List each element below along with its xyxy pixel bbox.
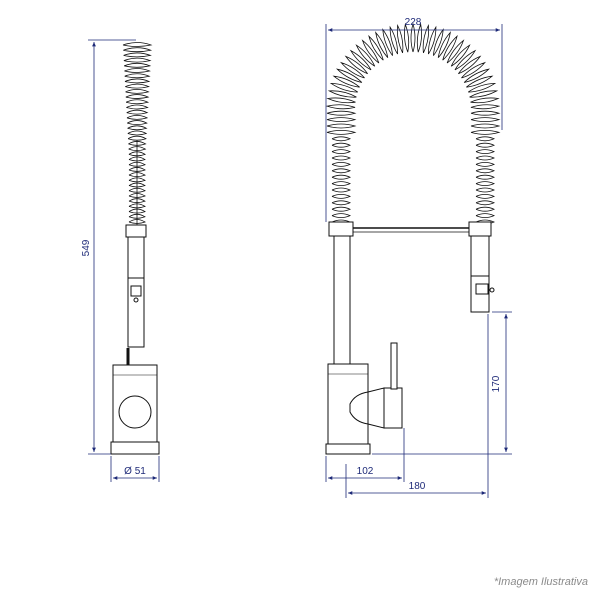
reach-label: 180 (409, 481, 426, 492)
front-base (325, 443, 371, 455)
front-spring-coil (325, 22, 501, 225)
side-spring-collar (125, 224, 147, 238)
front-head-collar (468, 221, 492, 237)
side-view (110, 42, 160, 455)
front-column-collar (328, 221, 354, 237)
spout-height-label: 170 (491, 375, 502, 392)
body-depth-label: 102 (357, 466, 374, 477)
side-spring-coil (122, 42, 153, 224)
illustrative-image-caption: *Imagem Ilustrativa (493, 576, 588, 588)
top-width-label: 228 (405, 17, 422, 28)
front-column (333, 235, 351, 365)
front-handle (367, 387, 385, 429)
height-label: 549 (81, 239, 92, 256)
front-spray-head (470, 235, 490, 313)
front-view-dimensions (325, 24, 512, 498)
side-base (110, 441, 160, 455)
front-view (325, 22, 501, 455)
base-diameter-label: Ø 51 (124, 466, 146, 477)
front-lever (390, 342, 398, 390)
side-view-dimensions (88, 39, 160, 482)
side-handle-knob (118, 395, 152, 429)
